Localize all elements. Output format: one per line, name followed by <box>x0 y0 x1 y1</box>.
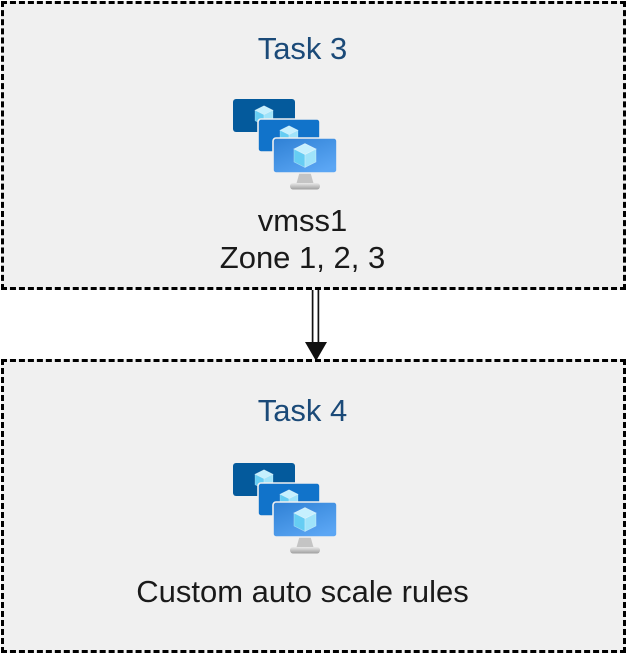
monitor-stand-neck <box>296 535 314 549</box>
vm-scale-sets-svg <box>233 463 338 554</box>
zone-label: Zone 1, 2, 3 <box>219 240 386 275</box>
task4-labels: Custom auto scale rules <box>0 573 612 610</box>
monitor-stand-neck <box>296 171 314 185</box>
task3-box: Task 3 <box>1 1 626 290</box>
vm-scale-sets-icon <box>233 99 339 191</box>
arrowhead-icon <box>305 342 327 361</box>
task3-title: Task 3 <box>257 31 348 66</box>
task4-box: Task 4 <box>1 359 626 653</box>
monitor-stand-base <box>290 183 320 190</box>
autoscale-rules-label: Custom auto scale rules <box>136 574 469 609</box>
vm-scale-sets-svg <box>233 99 338 190</box>
task3-labels: vmss1 Zone 1, 2, 3 <box>0 202 612 276</box>
vmss-name-label: vmss1 <box>257 203 348 238</box>
down-arrow-connector <box>305 290 327 361</box>
task4-title: Task 4 <box>257 393 348 428</box>
vm-scale-sets-icon <box>233 463 339 555</box>
monitor-stand-base <box>290 547 320 554</box>
